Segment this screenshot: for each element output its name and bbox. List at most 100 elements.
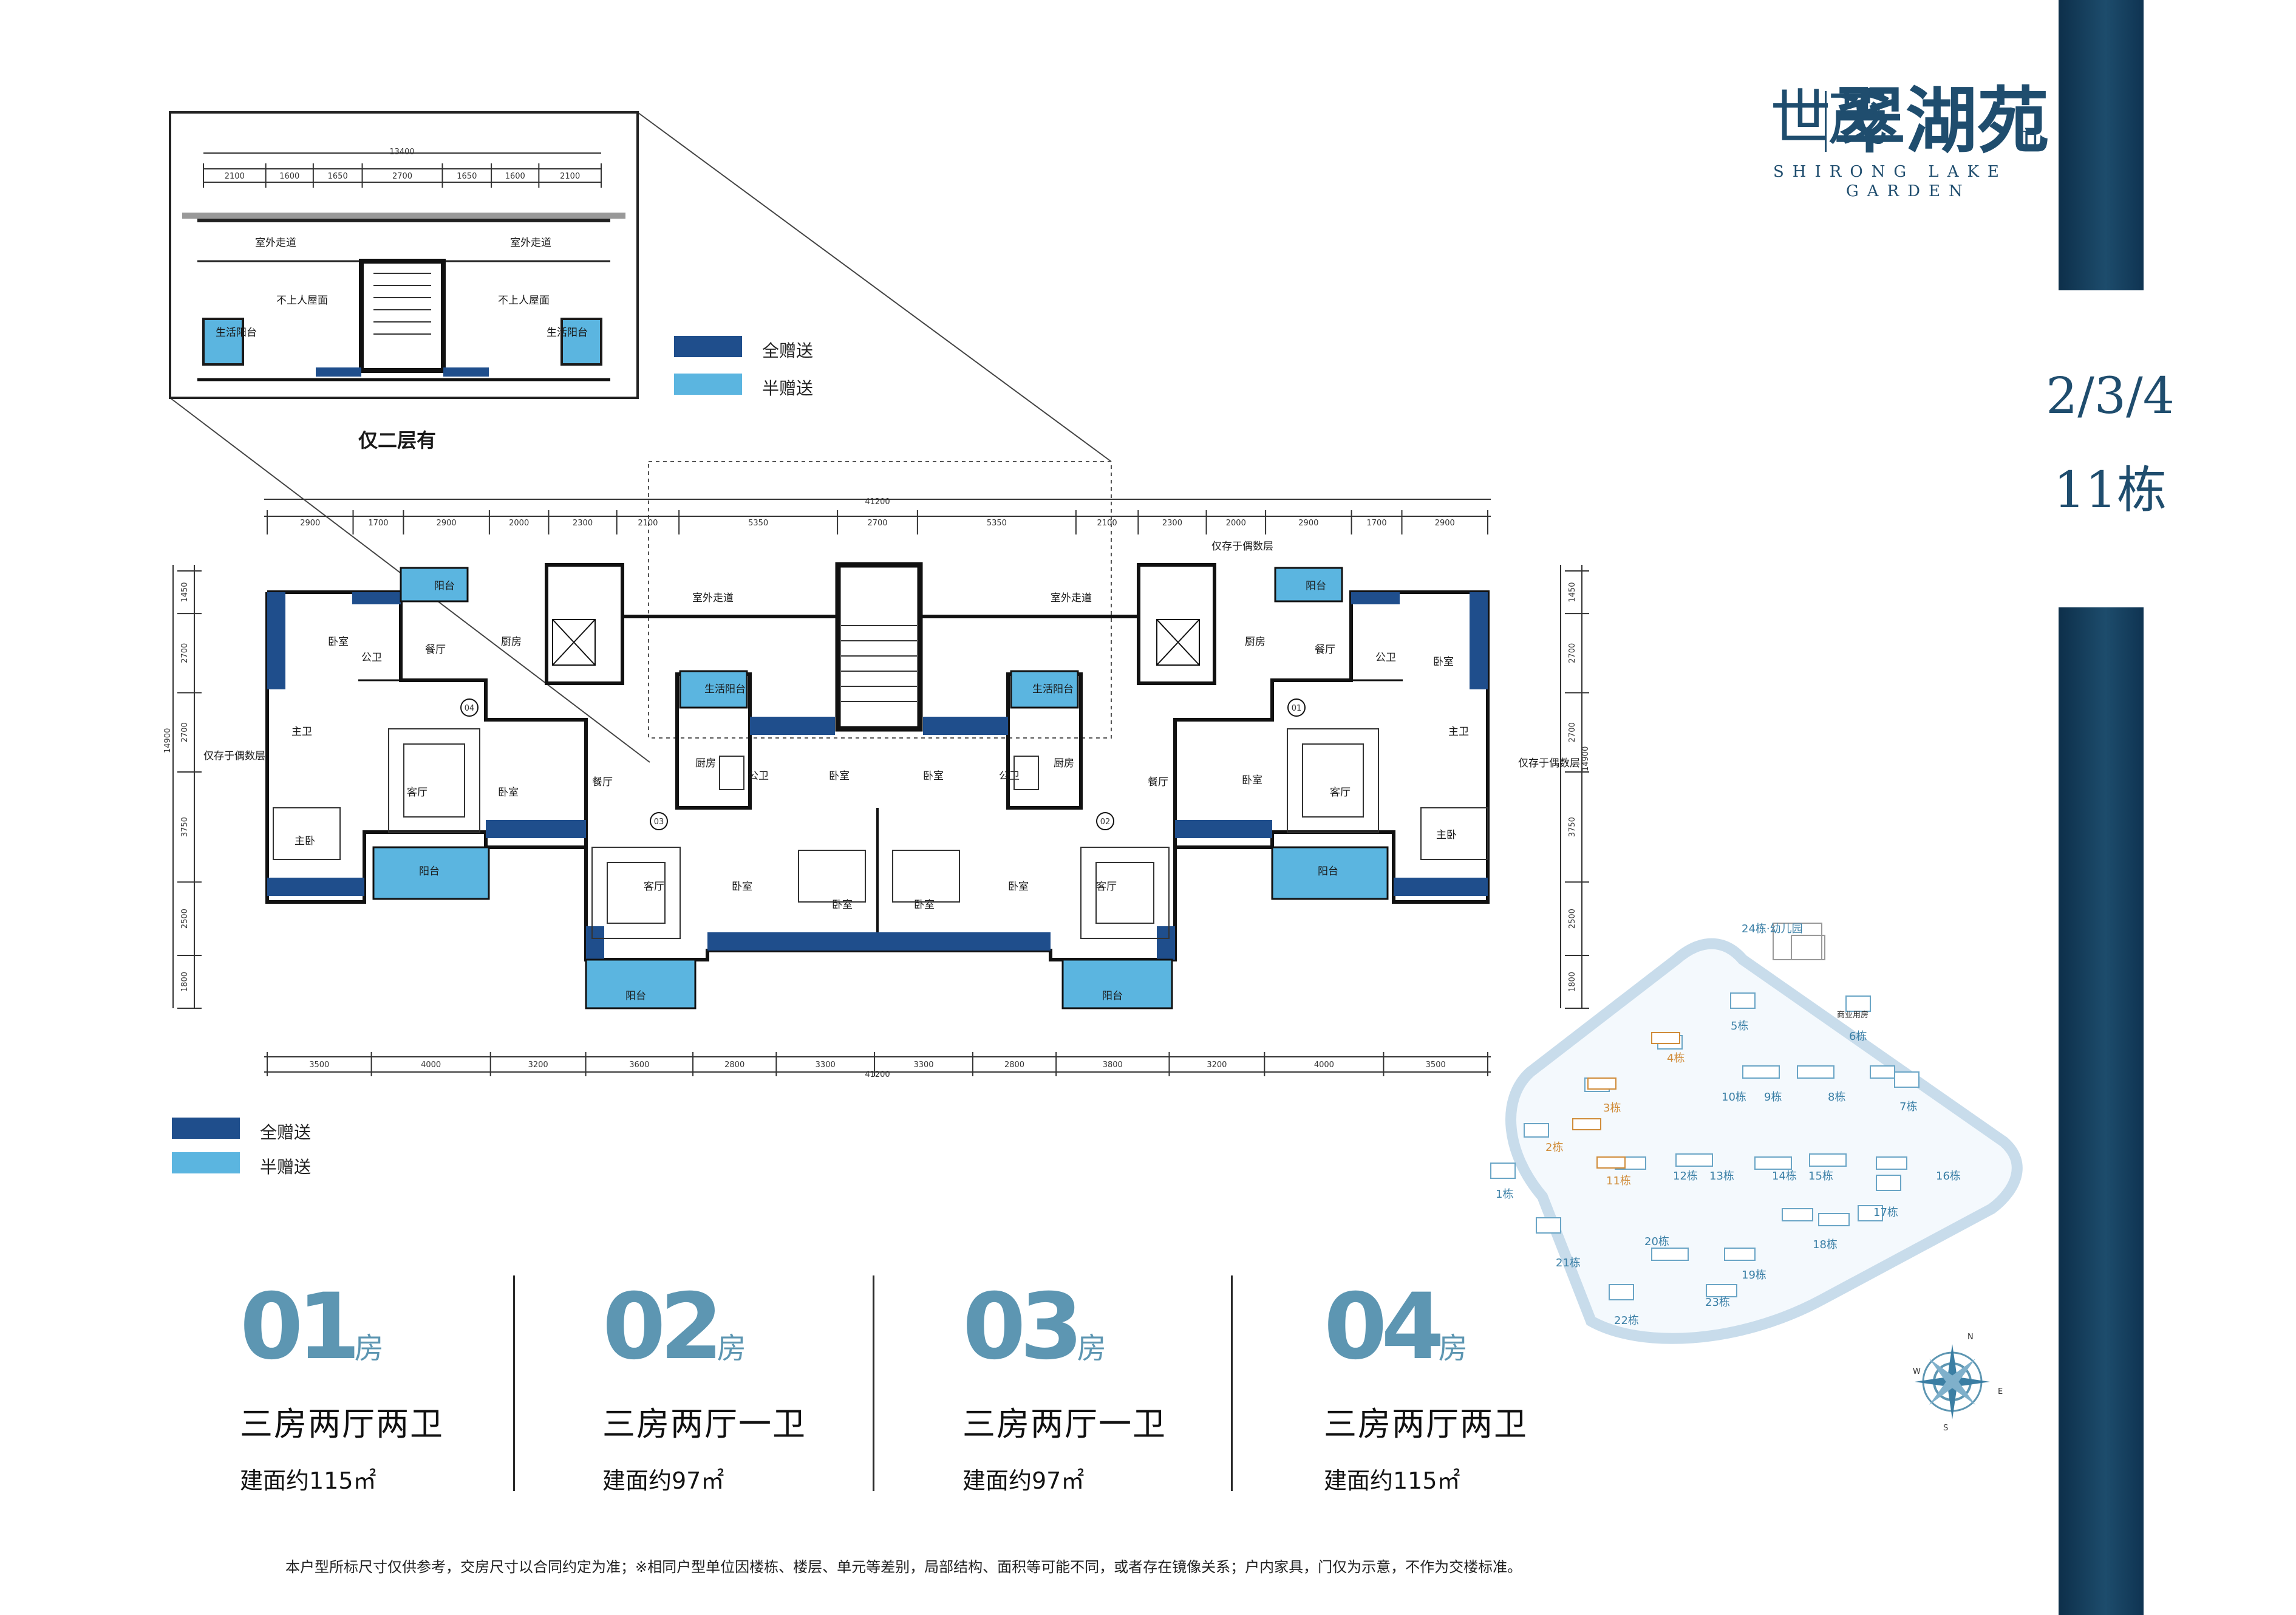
inset-balcony-label-right: 生活阳台 xyxy=(547,327,588,339)
site-label-3: 3栋 xyxy=(1603,1102,1621,1115)
legend-swatch-half-main xyxy=(172,1152,240,1173)
dim-top-8: 5350 xyxy=(987,519,1007,528)
site-bldg-2 xyxy=(1572,1118,1601,1130)
brand-name: 翠湖苑 xyxy=(1834,78,2049,163)
inset-balcony-left xyxy=(202,318,244,366)
dim-bottom-7: 2800 xyxy=(1004,1060,1024,1070)
dim-bottom-8: 3800 xyxy=(1103,1060,1123,1070)
label-dining-01: 餐厅 xyxy=(1315,644,1335,656)
site-label-1: 1栋 xyxy=(1496,1188,1513,1201)
label-living-balcony-03: 生活阳台 xyxy=(704,683,746,695)
label-balcony-01b: 阳台 xyxy=(1318,866,1338,878)
site-label-9: 9栋 xyxy=(1764,1091,1782,1104)
dim-top-11: 2000 xyxy=(1226,519,1246,528)
unit-01-info: 01房 三房两厅两卫 建面约115㎡ xyxy=(240,1282,444,1495)
dim-left-0: 1450 xyxy=(180,582,189,602)
balcony-01-bottom xyxy=(1271,846,1389,900)
inset-stair xyxy=(359,259,446,373)
unit-02-info: 02房 三房两厅一卫 建面约97㎡ xyxy=(602,1282,806,1495)
label-master-bedroom: 主卧 xyxy=(295,835,315,847)
unit-tag-04: 04 xyxy=(465,704,475,713)
inset-dim-0: 2100 xyxy=(225,172,245,181)
unit-01-suffix: 房 xyxy=(354,1331,384,1365)
site-label-16: 16栋 xyxy=(1936,1170,1961,1183)
unit-04-info: 04房 三房两厅两卫 建面约115㎡ xyxy=(1324,1282,1528,1495)
site-label-6: 6栋 xyxy=(1849,1030,1867,1043)
compass-n: N xyxy=(1967,1333,1974,1342)
dim-right-1: 2700 xyxy=(1568,643,1577,663)
brand-logo-mark: 世茂 xyxy=(1770,83,1888,154)
disclaimer: 本户型所标尺寸仅供参考，交房尺寸以合同约定为准；※相同户型单位因楼栋、楼层、单元… xyxy=(285,1559,1522,1576)
unit-tag-01: 01 xyxy=(1292,704,1302,713)
site-bldg-3 xyxy=(1587,1077,1616,1090)
label-master-bath: 主卫 xyxy=(291,726,312,738)
unit-03-area: 建面约97㎡ xyxy=(962,1467,1085,1494)
unit-03-suffix: 房 xyxy=(1077,1331,1106,1365)
unit-tag-02: 02 xyxy=(1100,818,1111,827)
inset-dim-4: 1650 xyxy=(457,172,477,181)
label-dining-03: 餐厅 xyxy=(592,776,613,788)
dim-bottom-4: 2800 xyxy=(724,1060,744,1070)
unit-04-type: 三房两厅两卫 xyxy=(1324,1405,1528,1443)
site-label-14: 14栋 xyxy=(1772,1170,1797,1183)
label-kitchen: 厨房 xyxy=(501,636,522,648)
label-master-bath-01: 主卫 xyxy=(1448,726,1469,738)
site-label-13: 13栋 xyxy=(1709,1170,1734,1183)
label-even-only-top: 仅存于偶数层 xyxy=(1211,541,1273,553)
inset-corridor-left: 室外走道 xyxy=(255,237,296,249)
site-label-24: 24栋·幼儿园 xyxy=(1742,923,1803,935)
site-bldg-11 xyxy=(1596,1156,1626,1169)
label-bedroom-03: 卧室 xyxy=(829,770,850,782)
label-public-bath: 公卫 xyxy=(361,652,382,664)
dim-top-2: 2900 xyxy=(437,519,457,528)
inset-dim-3: 2700 xyxy=(392,172,412,181)
inset-roof-right: 不上人屋面 xyxy=(498,295,550,307)
label-bedroom-2: 卧室 xyxy=(498,787,519,799)
site-map: 24栋·幼儿园 5栋 6栋 4栋 3栋 2栋 1栋 7栋 8栋 9栋 10栋 1… xyxy=(1490,923,2023,1344)
dim-top-3: 2000 xyxy=(509,519,529,528)
callout-line-right xyxy=(637,112,1112,462)
unit-divider xyxy=(873,1275,874,1491)
dim-left-1: 2700 xyxy=(180,643,189,663)
site-label-23: 23栋 xyxy=(1705,1296,1730,1309)
dim-right-4: 2500 xyxy=(1568,909,1577,929)
site-label-21: 21栋 xyxy=(1556,1257,1581,1269)
compass-w: W xyxy=(1913,1367,1921,1376)
label-balcony-01: 阳台 xyxy=(1306,580,1326,592)
building-name: 11栋 xyxy=(2053,462,2167,519)
living-balcony-03 xyxy=(679,670,748,709)
inset-corridor-right: 室外走道 xyxy=(510,237,551,249)
dim-top-0: 2900 xyxy=(300,519,320,528)
balcony-04-bottom xyxy=(372,846,490,900)
unit-04-number: 04 xyxy=(1324,1274,1445,1380)
label-bedroom-01b: 卧室 xyxy=(1242,774,1262,787)
unit-03-info: 03房 三房两厅一卫 建面约97㎡ xyxy=(962,1282,1167,1495)
dim-left-2: 2700 xyxy=(180,722,189,742)
balcony-01-top xyxy=(1274,567,1343,603)
inset-balcony-right xyxy=(560,318,602,366)
main-stair xyxy=(841,625,917,702)
full-gift-areas xyxy=(267,592,1488,960)
dim-bottom-2: 3200 xyxy=(528,1060,548,1070)
label-balcony-2: 阳台 xyxy=(419,866,440,878)
legend-label-full: 全赠送 xyxy=(762,341,814,361)
callout-region xyxy=(648,461,1112,739)
unit-04-suffix: 房 xyxy=(1438,1331,1468,1365)
site-label-18: 18栋 xyxy=(1813,1238,1838,1251)
dim-top-12: 2900 xyxy=(1298,519,1318,528)
label-balcony-02: 阳台 xyxy=(1102,990,1123,1002)
inset-title: 仅二层有 xyxy=(358,429,437,452)
legend-label-full-main: 全赠送 xyxy=(260,1122,312,1142)
site-bldg-4 xyxy=(1651,1032,1680,1044)
label-bedroom-02c: 卧室 xyxy=(914,899,935,911)
brand-name-en-1: SHIRONG LAKE xyxy=(1773,163,2008,181)
dim-bottom-total: 41200 xyxy=(865,1070,890,1079)
site-label-11: 11栋 xyxy=(1606,1175,1631,1187)
label-balcony: 阳台 xyxy=(434,580,455,592)
inset-balcony-label-left: 生活阳台 xyxy=(216,327,257,339)
dim-bottom-11: 3500 xyxy=(1426,1060,1446,1070)
unit-03-number: 03 xyxy=(962,1274,1083,1380)
